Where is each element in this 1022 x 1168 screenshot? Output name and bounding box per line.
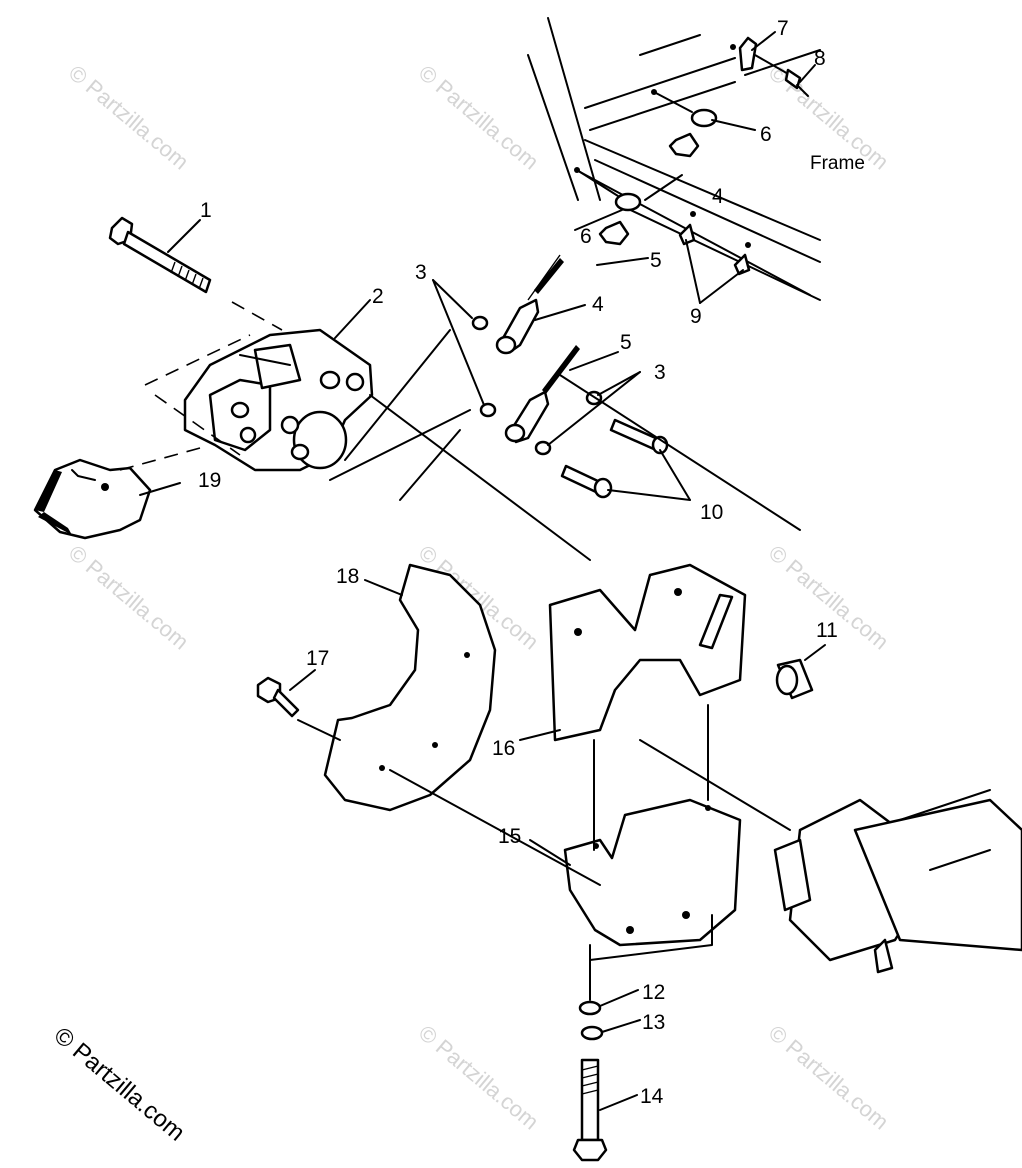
callout-12: 12: [642, 981, 666, 1004]
part-3-washers: [471, 315, 603, 456]
callout-2: 2: [372, 285, 384, 308]
frame-drawing: [527, 17, 821, 301]
leader-lines: [139, 31, 826, 1111]
part-10-bolts: [560, 418, 669, 499]
callout-4: 4: [712, 185, 724, 208]
callout-19: 19: [198, 469, 222, 492]
callout-9: 9: [690, 305, 702, 328]
callout-3: 3: [654, 361, 666, 384]
callout-11: 11: [816, 619, 838, 642]
callout-17: 17: [306, 647, 330, 670]
part-16-bracket: [548, 563, 747, 742]
part-4-5-rod-ends: [495, 254, 580, 444]
part-1-bolt: [108, 216, 212, 294]
callout-6: 6: [580, 225, 592, 248]
part-18-guard: [323, 563, 497, 812]
part-11-spacer: [775, 658, 814, 700]
assembly-lines: [119, 301, 801, 1001]
axle-housing: [773, 789, 1022, 974]
part-2-caliper: [183, 328, 374, 472]
callout-5: 5: [620, 331, 632, 354]
callout-5: 5: [650, 249, 662, 272]
part-15-bracket: [563, 798, 742, 947]
callout-13: 13: [642, 1011, 666, 1034]
part-19-brake-pad: [33, 458, 152, 540]
callout-6: 6: [760, 123, 772, 146]
frame-label: Frame: [810, 153, 865, 174]
part-17-bolt: [256, 676, 300, 718]
callout-15: 15: [498, 825, 522, 848]
part-12-13-14-hardware: [572, 1000, 608, 1162]
callout-3: 3: [415, 261, 427, 284]
callout-10: 10: [700, 501, 724, 524]
callout-16: 16: [492, 737, 516, 760]
callout-1: 1: [200, 199, 212, 222]
callout-18: 18: [336, 565, 360, 588]
callout-4: 4: [592, 293, 604, 316]
callout-14: 14: [640, 1085, 664, 1108]
callout-7: 7: [777, 17, 789, 40]
upper-hardware: [574, 36, 809, 276]
callout-8: 8: [814, 47, 826, 70]
